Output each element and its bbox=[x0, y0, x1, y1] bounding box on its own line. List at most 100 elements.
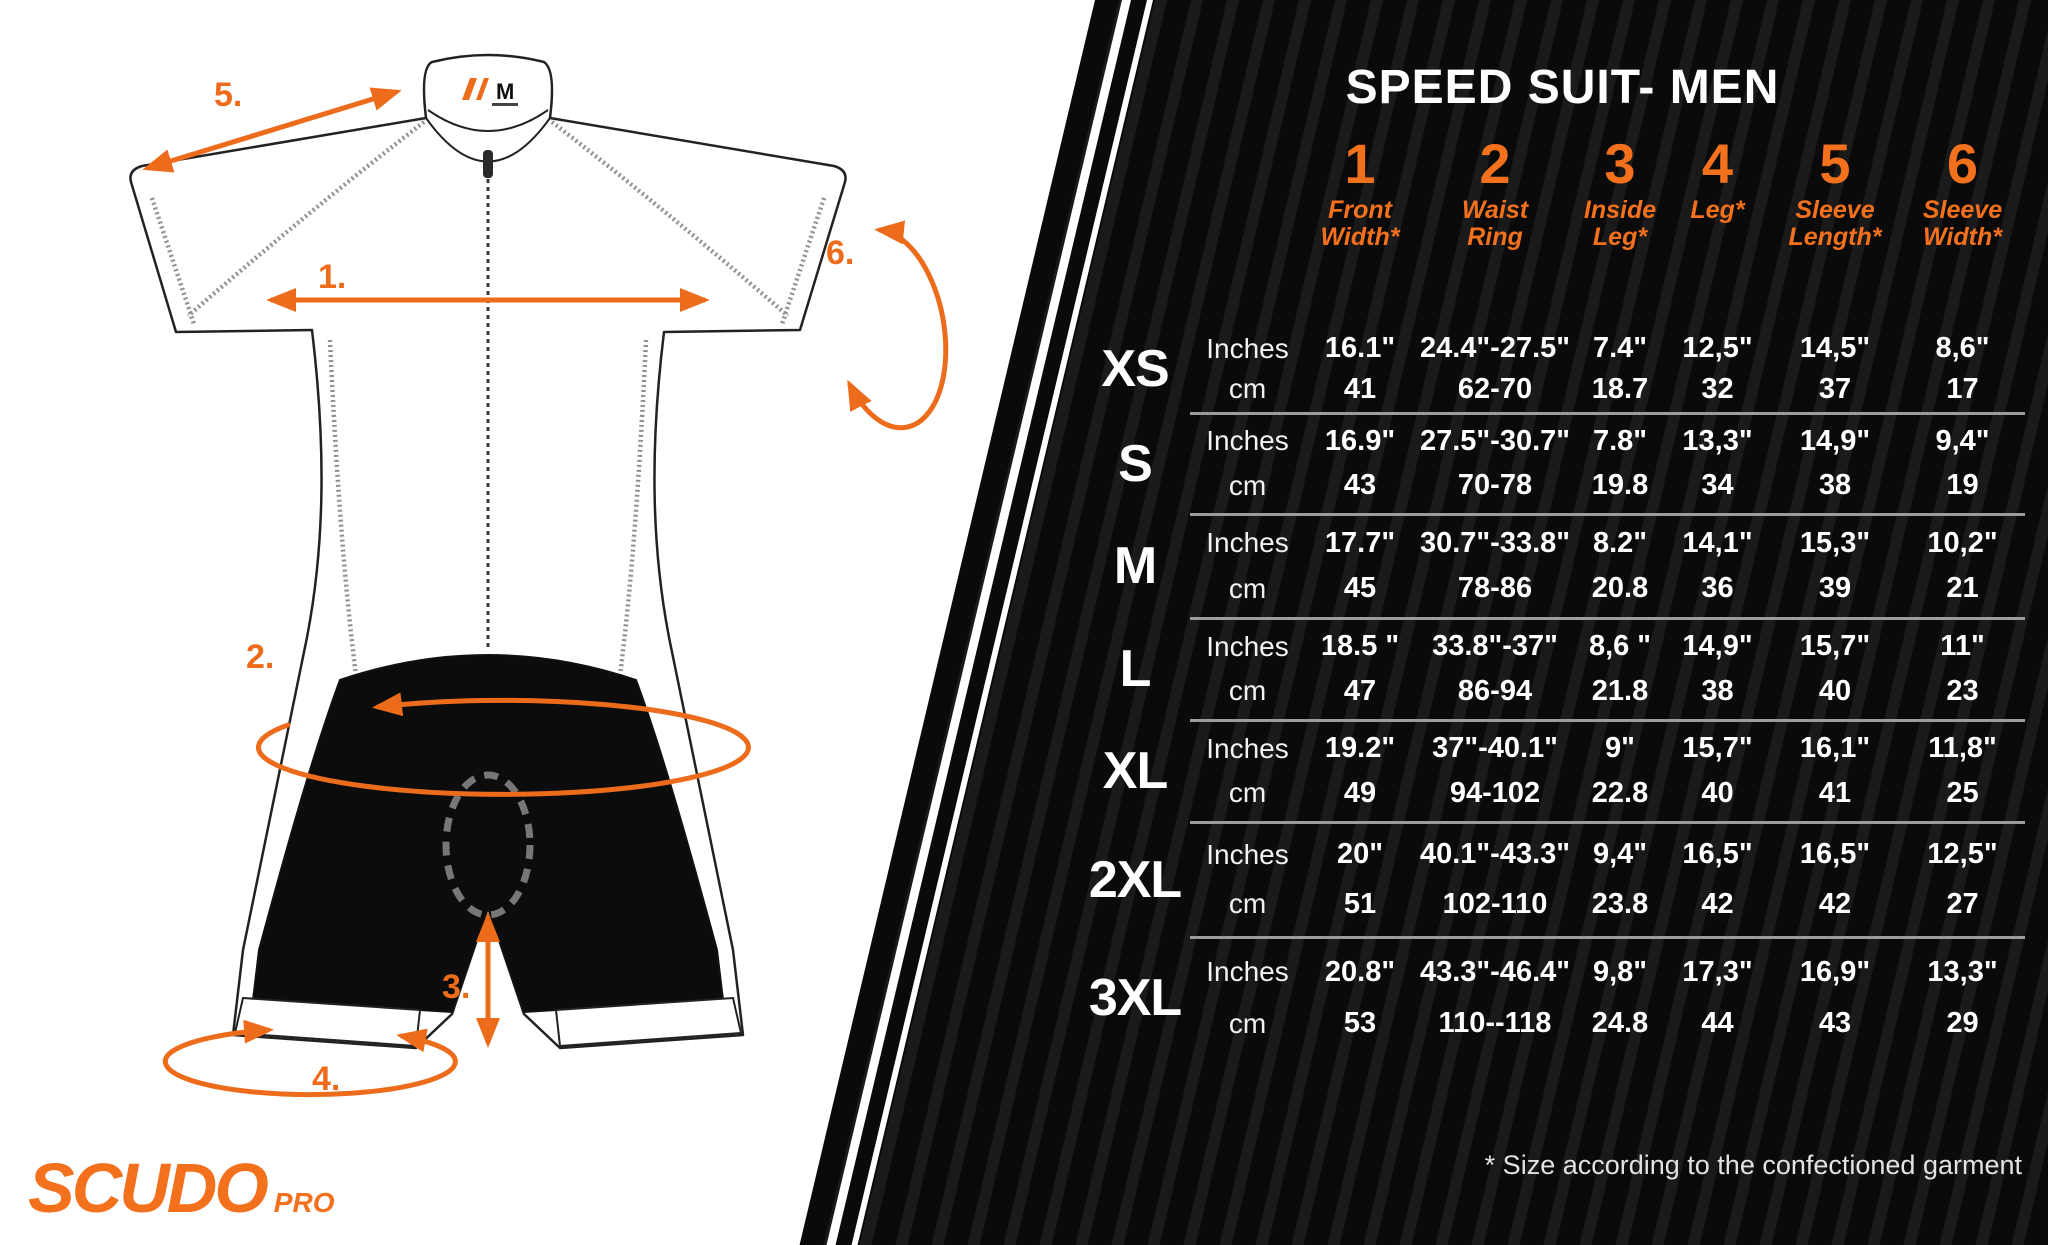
value-cm: 22.8 bbox=[1591, 777, 1649, 809]
value-cm: 37 bbox=[1818, 372, 1852, 405]
value-inches: 33.8"-37" bbox=[1432, 630, 1558, 662]
value-inches: 14,5" bbox=[1799, 332, 1871, 365]
suit-diagram: M bbox=[129, 53, 949, 1098]
unit-cell: Inches cm bbox=[1190, 325, 1305, 413]
zipper-pull bbox=[483, 150, 493, 178]
value-inches: 7.4" bbox=[1592, 332, 1648, 365]
size-label: M bbox=[1113, 537, 1157, 595]
value-inches: 16,1" bbox=[1799, 732, 1871, 764]
value-inches: 16,5" bbox=[1799, 838, 1871, 871]
unit-label-cm: cm bbox=[1228, 675, 1267, 707]
value-cm: 40 bbox=[1818, 675, 1852, 707]
column-number: 4 bbox=[1701, 132, 1734, 195]
value-cell: 13,3"29 bbox=[1900, 937, 2025, 1059]
value-cell: 15,3" 39 bbox=[1770, 514, 1900, 618]
value-inches: 8,6 " bbox=[1588, 630, 1652, 662]
measure-label-3: 3. bbox=[442, 968, 470, 1006]
value-inches: 14,1" bbox=[1682, 526, 1753, 559]
value-cm: 17 bbox=[1946, 372, 1979, 405]
value-cm: 20.8 bbox=[1591, 572, 1649, 605]
unit-label-inches: Inches bbox=[1206, 333, 1289, 364]
value-cm: 39 bbox=[1818, 572, 1852, 605]
value-cell: 8,6 "21.8 bbox=[1575, 618, 1665, 720]
value-inches: 27.5"-30.7" bbox=[1419, 424, 1571, 457]
value-cm: 51 bbox=[1343, 887, 1377, 920]
value-inches: 11" bbox=[1940, 630, 1985, 662]
value-cell: 9" 22.8 bbox=[1575, 720, 1665, 822]
value-cell: 43.3"-46.4"110--118 bbox=[1415, 937, 1575, 1059]
value-cm: 70-78 bbox=[1457, 469, 1533, 502]
value-cell: 12,5"27 bbox=[1900, 822, 2025, 937]
value-inches: 43.3"-46.4" bbox=[1419, 955, 1571, 988]
value-cell: 15,7"40 bbox=[1770, 618, 1900, 720]
side-seam-left bbox=[327, 339, 359, 677]
value-cm: 21 bbox=[1946, 572, 1979, 605]
size-label: XL bbox=[1102, 742, 1168, 800]
column-label-line: Width* bbox=[1923, 223, 2002, 251]
value-cell: 16,9"43 bbox=[1770, 937, 1900, 1059]
value-cm: 18.7 bbox=[1591, 372, 1649, 405]
value-cm: 40 bbox=[1701, 777, 1734, 809]
value-inches: 15,3" bbox=[1799, 526, 1871, 559]
value-cell: 14,9"38 bbox=[1770, 413, 1900, 514]
size-label: S bbox=[1118, 434, 1153, 493]
value-cm: 38 bbox=[1818, 469, 1852, 502]
collar-seam bbox=[427, 109, 549, 132]
column-number: 6 bbox=[1946, 132, 1979, 195]
value-cell: 14,9"38 bbox=[1665, 618, 1770, 720]
measure-label-4: 4. bbox=[312, 1060, 340, 1098]
column-label-line: Front bbox=[1328, 196, 1392, 224]
value-cm: 38 bbox=[1701, 675, 1734, 707]
column-number: 5 bbox=[1819, 132, 1851, 195]
value-cm: 23 bbox=[1946, 675, 1979, 707]
unit-label-inches: Inches bbox=[1206, 732, 1289, 764]
value-inches: 9" bbox=[1605, 732, 1635, 764]
header-spacer bbox=[1190, 136, 1305, 251]
value-cell: 16.9"43 bbox=[1305, 413, 1415, 514]
cuff-seam-right bbox=[779, 197, 827, 325]
value-inches: 9,4" bbox=[1935, 424, 1990, 457]
value-cm: 41 bbox=[1818, 777, 1852, 809]
value-cm: 78-86 bbox=[1457, 572, 1533, 605]
value-inches: 8.2" bbox=[1592, 526, 1648, 559]
row-separator bbox=[1190, 821, 2025, 824]
value-cell: 16.1"41 bbox=[1305, 325, 1415, 413]
value-cm: 24.8 bbox=[1591, 1007, 1649, 1040]
row-separator bbox=[1190, 719, 2025, 722]
unit-label-inches: Inches bbox=[1206, 527, 1289, 559]
size-label: 2XL bbox=[1088, 850, 1182, 909]
value-cm: 32 bbox=[1701, 372, 1734, 405]
value-cell: 27.5"-30.7" 70-78 bbox=[1415, 413, 1575, 514]
value-cm: 86-94 bbox=[1457, 675, 1533, 707]
value-cell: 40.1"-43.3"102-110 bbox=[1415, 822, 1575, 937]
value-inches: 16,9" bbox=[1799, 955, 1871, 988]
value-cm: 42 bbox=[1701, 887, 1734, 920]
value-cell: 12,5"32 bbox=[1665, 325, 1770, 413]
unit-label-inches: Inches bbox=[1206, 839, 1289, 870]
brand-suffix: PRO bbox=[273, 1187, 335, 1218]
value-inches: 17,3" bbox=[1682, 955, 1753, 988]
value-cell: 11"23 bbox=[1900, 618, 2025, 720]
measure-label-1: 1. bbox=[318, 258, 346, 296]
column-number: 3 bbox=[1604, 132, 1636, 195]
value-cell: 9,4"23.8 bbox=[1575, 822, 1665, 937]
value-inches: 20.8" bbox=[1324, 955, 1396, 988]
value-inches: 16,5" bbox=[1682, 838, 1753, 871]
collar-size-tag: M bbox=[462, 78, 518, 106]
value-inches: 9,4" bbox=[1592, 838, 1648, 871]
unit-label-cm: cm bbox=[1228, 373, 1267, 404]
collar-size-text: M bbox=[496, 79, 514, 104]
value-cm: 36 bbox=[1701, 572, 1734, 605]
